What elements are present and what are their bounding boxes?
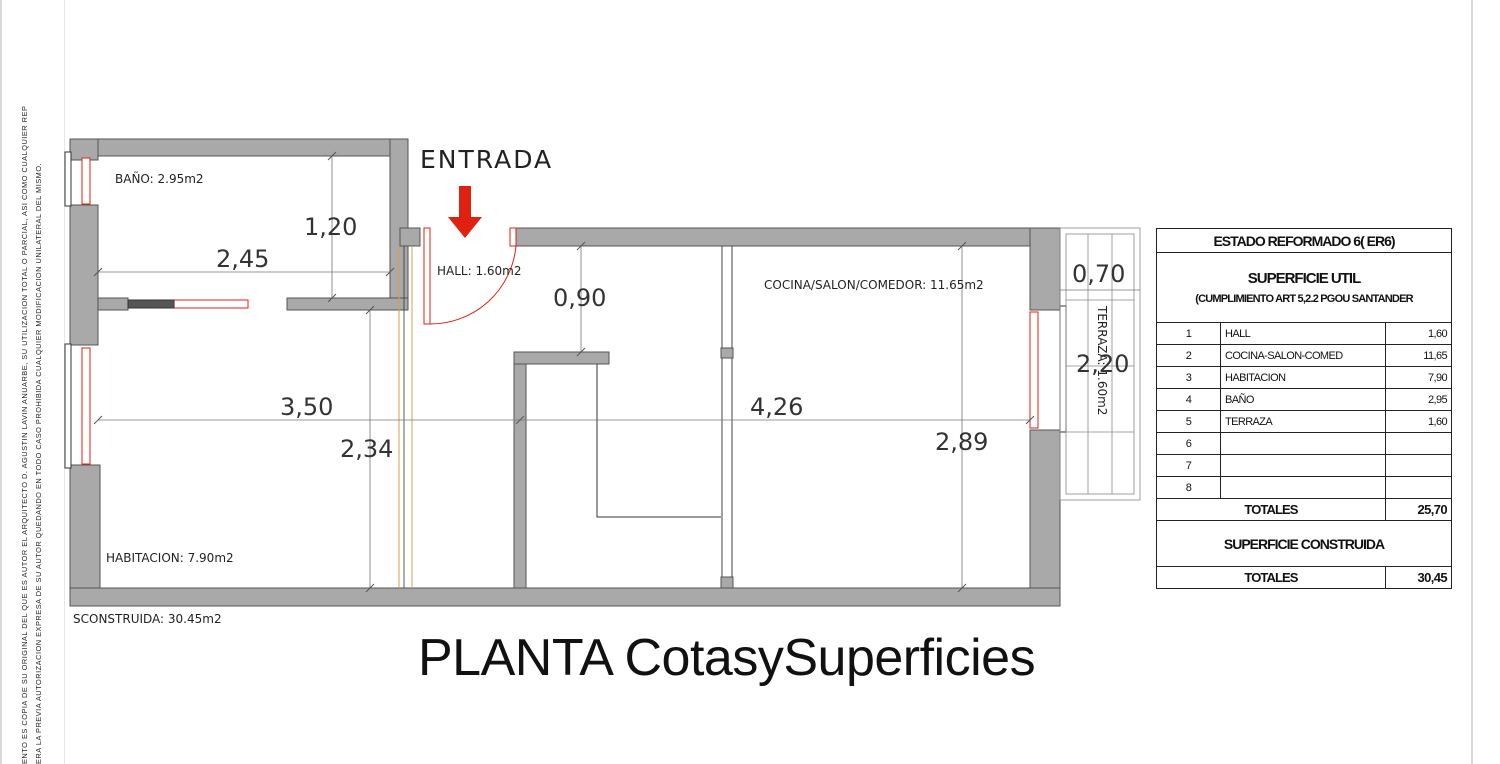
wall-bath-right-jamb: [399, 227, 421, 247]
totals-useful-value: 25,70: [1385, 498, 1452, 521]
row-area-value: [1385, 476, 1452, 499]
dimension-1-20: 1,20: [304, 213, 357, 241]
wall-top-bath: [69, 138, 409, 157]
row-room-name: [1220, 454, 1386, 477]
window-bath: [81, 157, 91, 205]
row-number: 6: [1156, 432, 1221, 455]
table-row: 6: [1156, 432, 1452, 455]
table-row: 2 COCINA-SALON-COMED 11,65: [1156, 344, 1452, 367]
table-row: 4 BAÑO 2,95: [1156, 388, 1452, 411]
entrance-label: ENTRADA: [420, 145, 553, 174]
dimension-4-26: 4,26: [750, 393, 803, 421]
room-label-bano: BAÑO: 2.95m2: [115, 171, 204, 186]
entrance-door: [423, 227, 517, 325]
wall-bath-bottom-right: [286, 297, 409, 311]
totals-built-value: 30,45: [1385, 566, 1452, 589]
dimension-0-90: 0,90: [553, 284, 606, 312]
row-area-value: 11,65: [1385, 344, 1452, 367]
row-area-value: 2,95: [1385, 388, 1452, 411]
row-number: 1: [1156, 322, 1221, 345]
room-label-terraza: TERRAZA: 1.60m2: [1095, 305, 1109, 415]
dimension-3-50: 3,50: [280, 393, 333, 421]
row-number: 8: [1156, 476, 1221, 499]
wall-right-lower: [1029, 429, 1061, 607]
row-area-value: [1385, 454, 1452, 477]
walls: [69, 138, 1061, 607]
wall-left-upper: [69, 138, 99, 161]
useful-area-subtitle: (CUMPLIMIENTO ART 5,2.2 PGOU SANTANDER: [1195, 293, 1413, 305]
plan-title: PLANTA CotasySuperficies: [418, 629, 1036, 687]
partition-strip: [398, 246, 413, 588]
table-title: ESTADO REFORMADO 6( ER6): [1156, 228, 1452, 253]
table-row: 7: [1156, 454, 1452, 477]
row-room-name: HABITACION: [1220, 366, 1386, 389]
window-kitchen: [1029, 311, 1039, 429]
useful-area-title: SUPERFICIE UTIL: [1247, 270, 1362, 287]
row-room-name: BAÑO: [1220, 388, 1386, 411]
wall-post-top: [720, 347, 734, 359]
dimension-2-34: 2,34: [340, 435, 393, 463]
row-area-value: 7,90: [1385, 366, 1452, 389]
row-area-value: 1,60: [1385, 410, 1452, 433]
row-number: 4: [1156, 388, 1221, 411]
useful-area-header: SUPERFICIE UTIL (CUMPLIMIENTO ART 5,2.2 …: [1156, 252, 1452, 323]
row-number: 3: [1156, 366, 1221, 389]
built-area-label: SCONSTRUIDA: 30.45m2: [73, 612, 222, 626]
wall-partition-top: [513, 351, 610, 365]
row-room-name: TERRAZA: [1220, 410, 1386, 433]
wall-bottom: [69, 587, 1061, 607]
wall-partition: [513, 351, 527, 589]
totals-useful-label: TOTALES: [1156, 498, 1386, 521]
table-row: 1 HALL 1,60: [1156, 322, 1452, 345]
wall-right-upper: [1029, 227, 1061, 311]
row-room-name: [1220, 432, 1386, 455]
totals-built-label: TOTALES: [1156, 566, 1386, 589]
row-number: 2: [1156, 344, 1221, 367]
row-number: 7: [1156, 454, 1221, 477]
dimension-2-20: 2,20: [1076, 350, 1129, 378]
sheet-border-right: [1471, 0, 1473, 764]
row-room-name: [1220, 476, 1386, 499]
room-label-cocina: COCINA/SALON/COMEDOR: 11.65m2: [764, 278, 984, 292]
sheet-border-left: [0, 0, 2, 764]
dimension-2-89: 2,89: [935, 428, 988, 456]
room-label-habitacion: HABITACION: 7.90m2: [106, 551, 234, 565]
dimension-0-70: 0,70: [1072, 260, 1125, 288]
totals-useful-row: TOTALES 25,70: [1156, 498, 1452, 521]
windows: [81, 157, 1039, 465]
window-bath-inner: [173, 299, 249, 309]
room-label-hall: HALL: 1.60m2: [437, 264, 522, 278]
dimension-2-45: 2,45: [216, 245, 269, 273]
wall-post-bottom: [720, 576, 734, 589]
area-schedule-table: ESTADO REFORMADO 6( ER6) SUPERFICIE UTIL…: [1156, 228, 1452, 589]
table-row: 3 HABITACION 7,90: [1156, 366, 1452, 389]
row-area-value: 1,60: [1385, 322, 1452, 345]
dimension-lines: [98, 156, 1140, 588]
table-row: 5 TERRAZA 1,60: [1156, 410, 1452, 433]
entrance-arrow-icon: [448, 186, 482, 238]
built-area-title: SUPERFICIE CONSTRUIDA: [1156, 520, 1452, 567]
window-bedroom: [81, 347, 91, 465]
row-room-name: HALL: [1220, 322, 1386, 345]
row-number: 5: [1156, 410, 1221, 433]
wall-bath-bottom-left: [97, 297, 129, 311]
window-sills: [64, 151, 1067, 469]
wall-left-mid: [69, 204, 99, 346]
wall-top-main: [515, 227, 1061, 247]
totals-built-row: TOTALES 30,45: [1156, 566, 1452, 589]
dimension-ticks: [93, 151, 1035, 593]
table-row: 8: [1156, 476, 1452, 499]
wall-left-lower: [69, 464, 101, 606]
row-area-value: [1385, 432, 1452, 455]
kitchen-counter-outline: [596, 364, 721, 518]
thin-partitions: [721, 246, 733, 577]
terrace: [1059, 227, 1141, 501]
row-room-name: COCINA-SALON-COMED: [1220, 344, 1386, 367]
